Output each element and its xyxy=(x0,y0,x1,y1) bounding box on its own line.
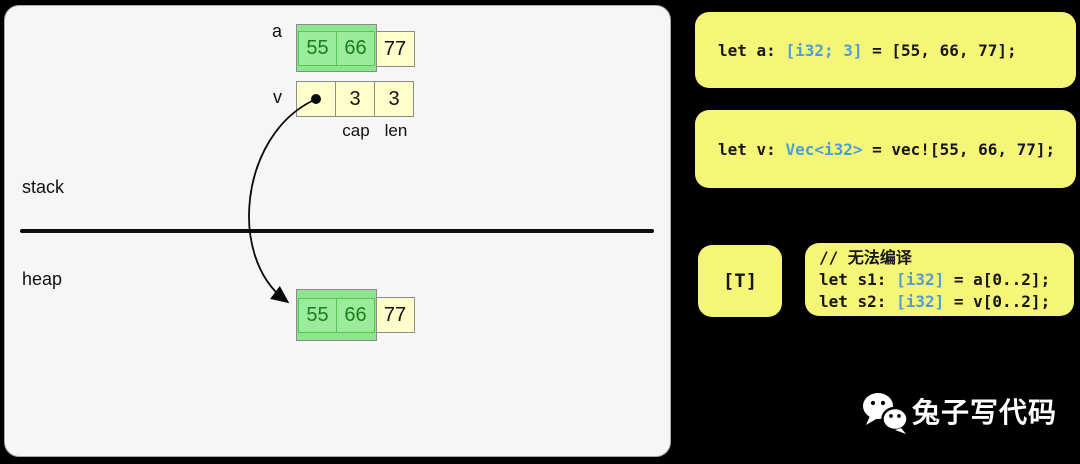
heap-region-label: heap xyxy=(22,269,63,289)
code-line: let v: Vec<i32> = vec![55, 66, 77]; xyxy=(718,139,1056,159)
code-box-array-decl: let a: [i32; 3] = [55, 66, 77]; xyxy=(695,12,1076,88)
code-line: let s1: [i32] = a[0..2]; xyxy=(819,269,1051,289)
vec-len-cell: 3 xyxy=(374,81,414,117)
cap-label: cap xyxy=(342,121,370,140)
heap-array-cell-2: 77 xyxy=(375,297,415,333)
heap-array-cell-0: 55 xyxy=(298,297,337,333)
heap-slice-overlay: 55 66 xyxy=(296,289,377,341)
vec-struct-row: 3 3 xyxy=(296,81,414,117)
code-line: let a: [i32; 3] = [55, 66, 77]; xyxy=(718,40,1017,60)
wechat-icon xyxy=(863,393,909,434)
heap-array-cell-1: 66 xyxy=(336,297,375,333)
stack-array-cell-2: 77 xyxy=(375,31,415,67)
stack-region-label: stack xyxy=(22,177,65,197)
slice-type-badge: [T] xyxy=(698,245,782,317)
vec-pointer-cell xyxy=(296,81,336,117)
brand-name: 兔子写代码 xyxy=(912,397,1058,428)
stack-slice-overlay: 55 66 xyxy=(296,24,377,72)
code-box-slice: // 无法编译 let s1: [i32] = a[0..2]; let s2:… xyxy=(805,243,1074,316)
vec-cap-cell: 3 xyxy=(335,81,375,117)
code-line: // 无法编译 xyxy=(819,247,912,267)
pointer-dot-icon xyxy=(311,94,321,104)
code-box-vec-decl: let v: Vec<i32> = vec![55, 66, 77]; xyxy=(695,110,1076,188)
stack-array-cell-1: 66 xyxy=(336,30,375,66)
slice-type-label: [T] xyxy=(722,270,758,292)
code-line: let s2: [i32] = v[0..2]; xyxy=(819,291,1051,311)
stack-heap-divider xyxy=(20,229,654,233)
len-label: len xyxy=(384,121,408,140)
var-v-label: v xyxy=(273,87,282,107)
var-a-label: a xyxy=(271,21,282,41)
stack-array-cell-0: 55 xyxy=(298,30,337,66)
